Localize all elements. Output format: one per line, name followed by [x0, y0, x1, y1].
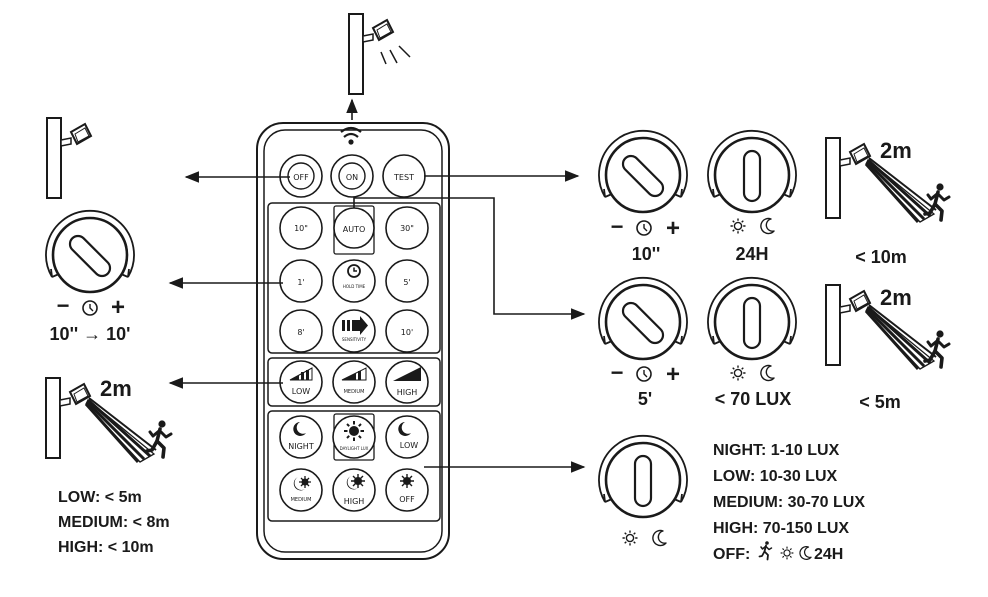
svg-text:30": 30": [400, 224, 414, 233]
lux-line-medium: MEDIUM: 30-70 LUX: [713, 494, 865, 511]
sensor-range-left: 2m: [46, 376, 173, 462]
lamp-off-illustration: [46, 117, 92, 199]
time-range-label: 10'' → 10': [50, 324, 131, 344]
lux-off-button[interactable]: OFF: [385, 468, 429, 512]
auto-time-dial: − + 10'': [597, 129, 689, 264]
svg-text:NIGHT: NIGHT: [288, 442, 314, 451]
moon-icon: [652, 529, 667, 547]
svg-text:+: +: [111, 294, 125, 321]
svg-text:+: +: [666, 361, 680, 388]
svg-text:OFF: OFF: [293, 173, 309, 182]
svg-text:−: −: [611, 214, 624, 239]
svg-text:LOW: LOW: [292, 387, 310, 396]
svg-text:MEDIUM: MEDIUM: [291, 497, 312, 503]
lamp-on-illustration: [348, 13, 411, 95]
clock-icon: [636, 366, 652, 382]
sens-line-medium: MEDIUM: < 8m: [58, 514, 170, 531]
svg-text:AUTO: AUTO: [343, 225, 366, 234]
svg-text:ON: ON: [346, 173, 358, 182]
lux-levels-list: NIGHT: 1-10 LUX LOW: 10-30 LUX MEDIUM: 3…: [713, 442, 865, 563]
sun-icon: [729, 364, 747, 382]
lux-line-low: LOW: 10-30 LUX: [713, 468, 838, 485]
sun-icon: [780, 546, 794, 560]
auto-lux-dial: 24H: [706, 129, 798, 264]
sun-icon: [729, 217, 747, 235]
time-8m-button[interactable]: 8': [279, 309, 323, 353]
sensitivity-high-button[interactable]: HIGH: [385, 360, 429, 404]
svg-text:< 5m: < 5m: [859, 392, 901, 412]
lux-low-button[interactable]: LOW: [385, 415, 429, 459]
svg-text:MEDIUM: MEDIUM: [344, 389, 365, 395]
sun-icon: [344, 421, 364, 441]
lux-night-button[interactable]: NIGHT: [279, 415, 323, 459]
lux-medium-button[interactable]: MEDIUM: [279, 468, 323, 512]
svg-text:10": 10": [294, 224, 308, 233]
lux-high-button[interactable]: HIGH: [332, 468, 376, 512]
svg-text:10': 10': [401, 328, 413, 337]
svg-text:2m: 2m: [880, 285, 912, 310]
sensitivity-icon: [342, 316, 368, 335]
svg-text:5': 5': [403, 278, 410, 287]
hold-time-button[interactable]: HOLD TIME: [332, 259, 376, 303]
sensitivity-button[interactable]: SENSITIVITY: [332, 309, 376, 353]
clock-icon: [347, 264, 361, 278]
svg-text:TEST: TEST: [393, 173, 414, 182]
moon-icon: [760, 217, 775, 235]
svg-text:< 70 LUX: < 70 LUX: [715, 389, 792, 409]
svg-text:24H: 24H: [735, 244, 768, 264]
auto-button[interactable]: AUTO: [333, 207, 375, 249]
ir-signal-icon: [340, 126, 362, 145]
svg-text:−: −: [57, 293, 70, 318]
svg-text:< 10m: < 10m: [855, 247, 907, 267]
lux-line-high: HIGH: 70-150 LUX: [713, 520, 849, 537]
sensitivity-medium-button[interactable]: MEDIUM: [332, 360, 376, 404]
test-sensor-range: 2m < 5m: [826, 285, 951, 412]
clock-icon: [636, 220, 652, 236]
svg-text:LOW: LOW: [400, 441, 418, 450]
sensitivity-ranges-list: LOW: < 5m MEDIUM: < 8m HIGH: < 10m: [58, 489, 170, 556]
test-lux-dial: < 70 LUX: [706, 276, 798, 409]
time-10m-button[interactable]: 10': [385, 309, 429, 353]
moon-icon: [799, 546, 812, 560]
svg-text:−: −: [611, 360, 624, 385]
lux-line-off: OFF:: [713, 546, 750, 563]
off-button[interactable]: OFF: [279, 154, 323, 198]
svg-text:OFF: OFF: [399, 495, 415, 504]
test-button[interactable]: TEST: [382, 154, 426, 198]
svg-text:2m: 2m: [100, 376, 132, 401]
sens-line-low: LOW: < 5m: [58, 489, 142, 506]
moon-icon: [760, 364, 775, 382]
lux-dial: [597, 434, 689, 547]
time-10s-button[interactable]: 10": [279, 206, 323, 250]
lux-line-night: NIGHT: 1-10 LUX: [713, 442, 840, 459]
runner-icon: [758, 540, 773, 561]
clock-icon: [82, 300, 98, 316]
svg-text:+: +: [666, 215, 680, 242]
svg-text:HIGH: HIGH: [397, 388, 418, 397]
svg-text:24H: 24H: [814, 546, 843, 563]
time-30s-button[interactable]: 30": [385, 206, 429, 250]
svg-text:HOLD TIME: HOLD TIME: [343, 284, 366, 289]
on-button[interactable]: ON: [330, 154, 374, 198]
svg-text:5': 5': [638, 389, 652, 409]
sun-icon: [621, 529, 639, 547]
connector-arrows: [168, 98, 586, 473]
svg-text:8': 8': [297, 328, 304, 337]
time-5m-button[interactable]: 5': [385, 259, 429, 303]
svg-text:10'': 10'': [632, 244, 661, 264]
svg-text:DAYLIGHT LUX: DAYLIGHT LUX: [340, 446, 369, 451]
svg-text:2m: 2m: [880, 138, 912, 163]
sens-line-high: HIGH: < 10m: [58, 539, 154, 556]
time-1m-button[interactable]: 1': [279, 259, 323, 303]
lux-daylight-button[interactable]: DAYLIGHT LUX: [332, 415, 376, 459]
svg-text:1': 1': [297, 278, 304, 287]
svg-text:SENSITIVITY: SENSITIVITY: [342, 337, 367, 342]
time-dial: − + 10'' → 10': [44, 209, 136, 344]
sensitivity-low-button[interactable]: LOW: [279, 360, 323, 404]
test-time-dial: − + 5': [597, 276, 689, 409]
svg-text:HIGH: HIGH: [344, 497, 365, 506]
auto-sensor-range: 2m < 10m: [826, 138, 951, 267]
